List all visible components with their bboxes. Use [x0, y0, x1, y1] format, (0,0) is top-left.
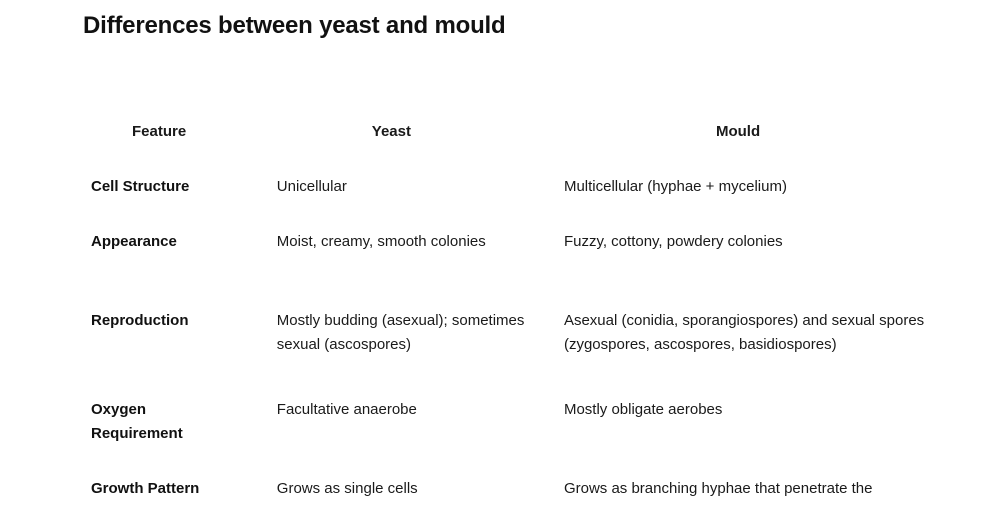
mould-cell: Fuzzy, cottony, powdery colonies — [563, 233, 783, 250]
feature-cell: Cell Structure — [91, 178, 190, 195]
feature-cell: Oxygen Requirement — [91, 401, 183, 442]
yeast-cell: Grows as single cells — [276, 480, 418, 497]
feature-cell: Growth Pattern — [91, 480, 200, 497]
table-row: Cell Structure Unicellular Multicellular… — [91, 175, 1000, 230]
table-row: Reproduction Mostly budding (asexual); s… — [91, 309, 1000, 398]
feature-cell: Appearance — [91, 233, 177, 250]
page-title: Differences between yeast and mould — [83, 12, 506, 39]
mould-cell: Grows as branching hyphae that penetrate… — [563, 480, 873, 497]
comparison-table: Feature Yeast Mould Cell Structure Unice… — [91, 120, 1000, 507]
table-row: Growth Pattern Grows as single cells Gro… — [91, 477, 1000, 507]
header-feature: Feature — [132, 123, 187, 140]
table-row: Appearance Moist, creamy, smooth colonie… — [91, 230, 1000, 309]
header-mould: Mould — [715, 123, 761, 140]
mould-cell: Multicellular (hyphae + mycelium) — [563, 178, 787, 195]
yeast-cell: Unicellular — [276, 178, 347, 195]
yeast-cell: Mostly budding (asexual); sometimes sexu… — [276, 312, 525, 353]
header-yeast: Yeast — [371, 123, 411, 140]
mould-cell: Asexual (conidia, sporangiospores) and s… — [563, 312, 925, 353]
table-header-row: Feature Yeast Mould — [91, 120, 1000, 175]
yeast-cell: Facultative anaerobe — [276, 401, 417, 418]
table-row: Oxygen Requirement Facultative anaerobe … — [91, 398, 1000, 477]
yeast-cell: Moist, creamy, smooth colonies — [276, 233, 486, 250]
feature-cell: Reproduction — [91, 312, 189, 329]
mould-cell: Mostly obligate aerobes — [563, 401, 723, 418]
